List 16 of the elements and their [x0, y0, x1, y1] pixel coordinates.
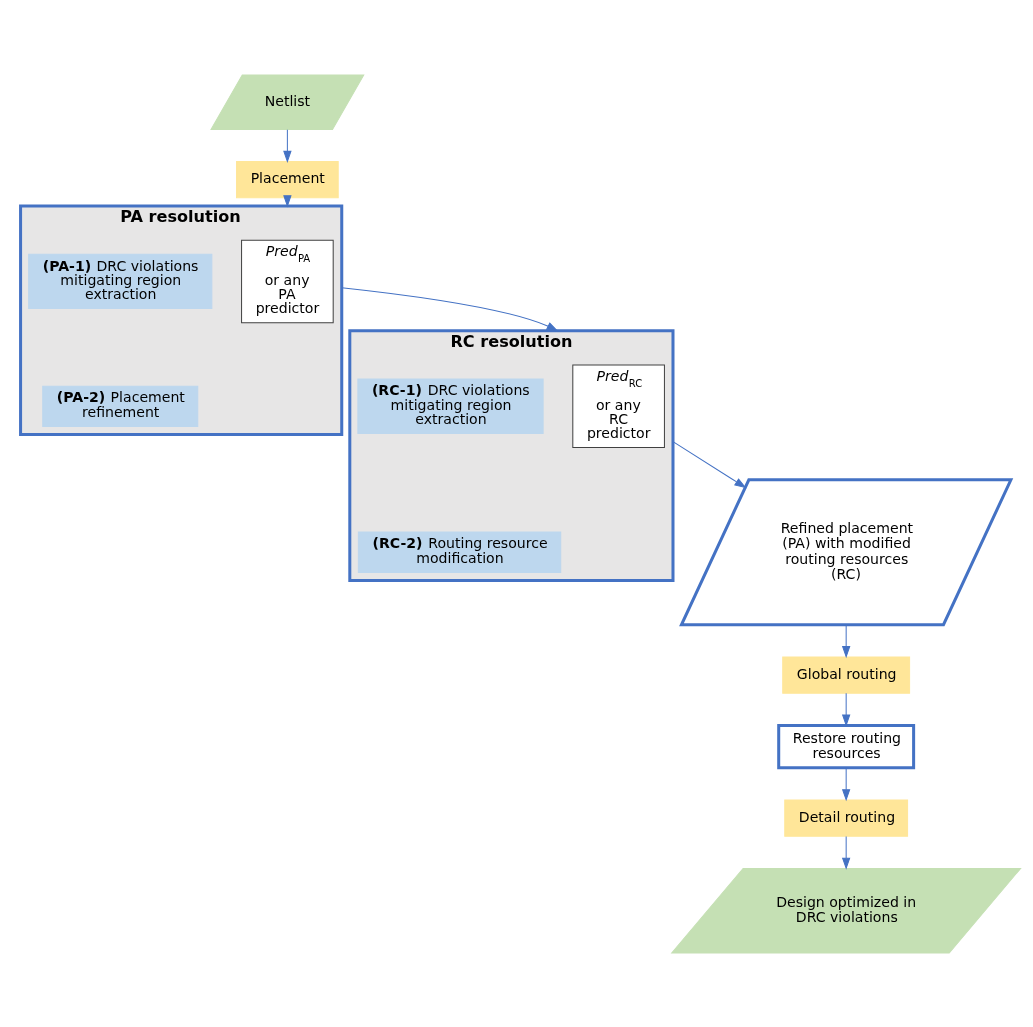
- node-box: Pred$_{PA}$ or any PA predictor: [241, 239, 334, 323]
- node-box: Global routing: [782, 655, 911, 694]
- node-box: Detail routing: [784, 798, 909, 837]
- node-box: (PA-2) Placement refinement: [42, 385, 199, 427]
- arrow: [283, 128, 292, 163]
- arrow: [841, 835, 851, 870]
- node-box: Restore routing resources: [777, 723, 916, 769]
- arrow: [672, 440, 747, 488]
- node-box: (PA-1) DRC violations mitigating region extraction: [28, 253, 213, 309]
- node-box: (RC-2) Routing resource modification: [357, 531, 562, 573]
- arrow: [341, 286, 559, 331]
- node-box: Pred$_{RC}$ or any RC predictor: [572, 364, 665, 448]
- arrow: [841, 692, 851, 727]
- node-box: (RC-1) DRC violations mitigating region extraction: [357, 378, 544, 434]
- arrow: [841, 767, 851, 801]
- arrow: [841, 623, 851, 658]
